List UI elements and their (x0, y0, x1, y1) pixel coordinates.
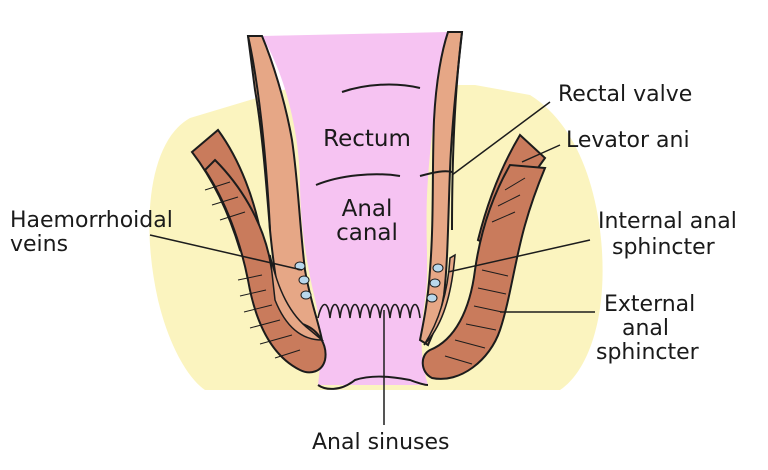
right-rectal-wall (418, 31, 464, 347)
label-external-2: anal (622, 316, 670, 341)
rectal-lumen (262, 32, 448, 385)
label-levator-ani: Levator ani (566, 128, 690, 153)
label-internal-1: Internal anal (598, 209, 737, 234)
label-haemorrhoidal-2: veins (10, 232, 69, 257)
label-anal-canal-1: Anal (341, 196, 393, 222)
label-internal-2: sphincter (612, 235, 715, 260)
label-anal-sinuses: Anal sinuses (312, 430, 450, 455)
right-external-sphincter (421, 163, 547, 380)
right-internal-sphincter (423, 253, 456, 346)
left-external-sphincter (203, 158, 327, 374)
leader-lines (149, 101, 595, 425)
anal-sinuses (317, 303, 421, 319)
label-external-1: External (604, 292, 696, 317)
label-rectum: Rectum (323, 126, 411, 152)
label-rectal-valve: Rectal valve (558, 82, 693, 107)
label-anal-canal-2: canal (336, 220, 398, 246)
muscle-striations (204, 177, 526, 365)
haemorrhoidal-veins (294, 261, 444, 303)
label-external-3: sphincter (596, 340, 699, 365)
left-internal-sphincter (269, 254, 325, 341)
rectal-valve-folds (315, 83, 453, 186)
label-haemorrhoidal-1: Haemorrhoidal (10, 208, 173, 233)
